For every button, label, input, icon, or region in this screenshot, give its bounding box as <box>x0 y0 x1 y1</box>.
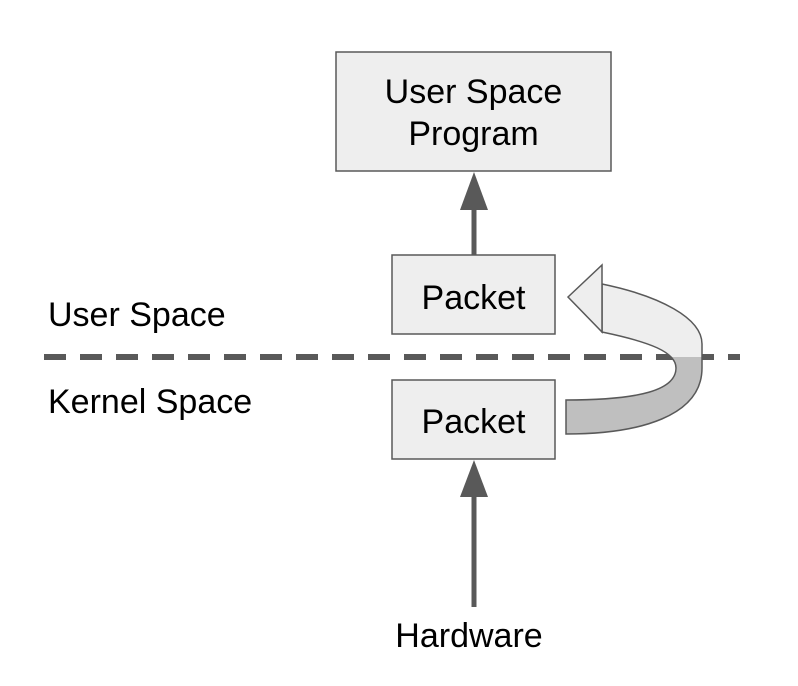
packet-kernel-node: Packet <box>391 379 556 460</box>
user-space-label: User Space <box>48 296 226 334</box>
packet-user-node: Packet <box>391 254 556 335</box>
user-space-program-label-line2: Program <box>408 115 538 153</box>
packet-kernel-label: Packet <box>422 403 526 441</box>
arrow-up-icon <box>460 172 488 255</box>
user-space-program-node: User Space Program <box>335 51 612 172</box>
hardware-label: Hardware <box>395 617 542 655</box>
curved-arrow-icon <box>565 263 703 435</box>
arrow-up-icon <box>460 460 488 607</box>
kernel-space-label: Kernel Space <box>48 383 252 421</box>
user-space-program-label-line1: User Space <box>385 73 563 111</box>
packet-user-label: Packet <box>422 279 526 317</box>
